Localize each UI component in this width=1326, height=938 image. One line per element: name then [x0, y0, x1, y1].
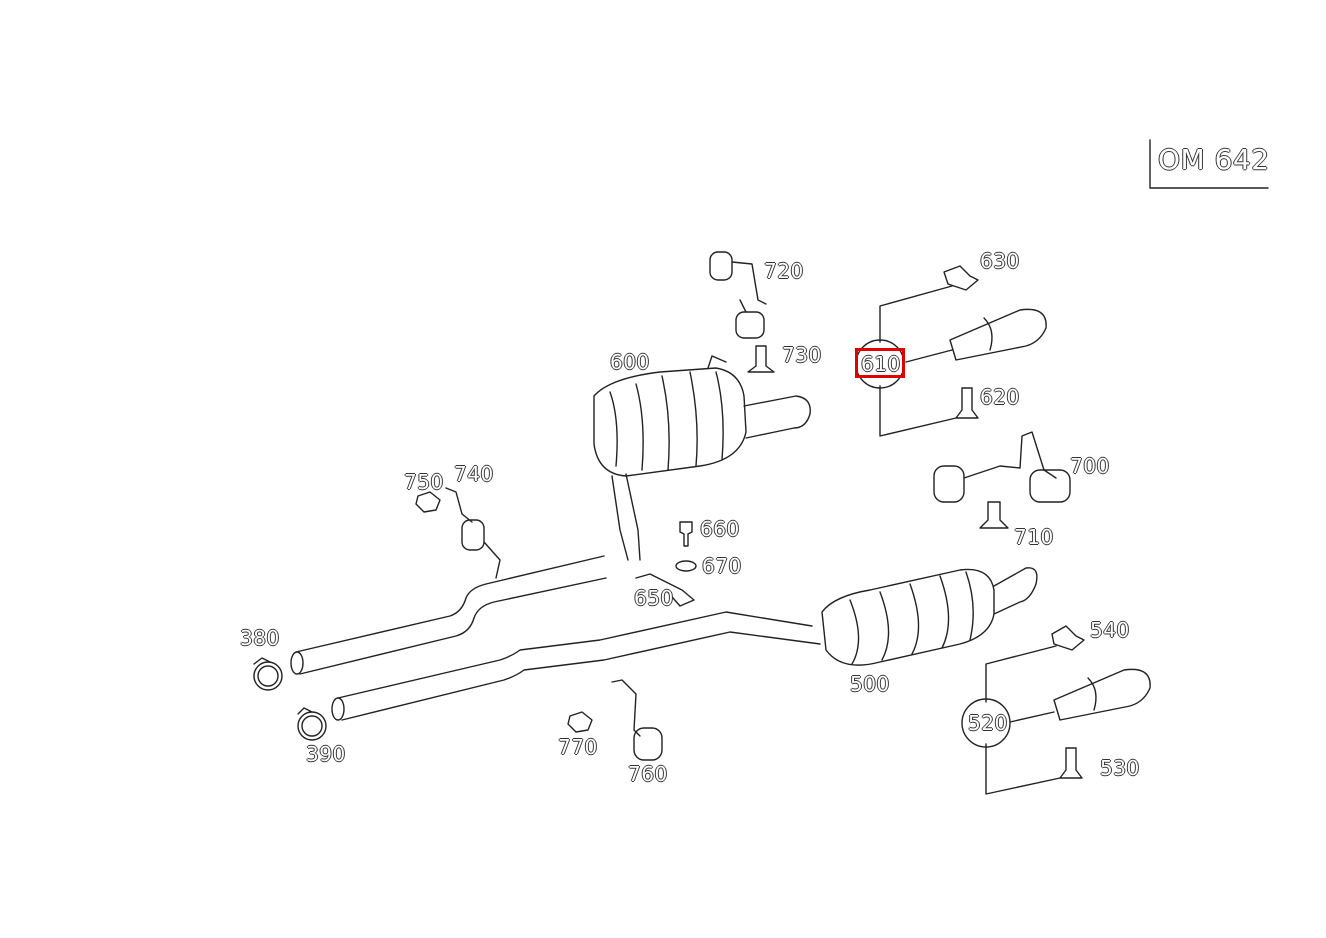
nut-750 [415, 491, 441, 513]
bolt-710 [979, 501, 1009, 529]
rear-muffler-600 [593, 355, 811, 561]
part-label-390[interactable]: 390 [306, 742, 346, 766]
screw-530 [1059, 747, 1083, 779]
part-label-750[interactable]: 750 [404, 470, 444, 494]
part-label-530[interactable]: 530 [1100, 756, 1140, 780]
part-label-660[interactable]: 660 [700, 517, 740, 541]
part-label-740[interactable]: 740 [454, 462, 494, 486]
tailpipe-520 [1053, 668, 1151, 721]
part-label-380[interactable]: 380 [240, 626, 280, 650]
screw-620 [955, 387, 979, 419]
bracket-520-mid [1009, 711, 1055, 723]
hanger-720 [709, 251, 767, 339]
part-label-700[interactable]: 700 [1070, 454, 1110, 478]
clip-630 [943, 265, 979, 291]
part-label-760[interactable]: 760 [628, 762, 668, 786]
bracket-520-top [985, 645, 1057, 703]
nut-770 [567, 711, 593, 733]
engine-code-bracket [1149, 139, 1269, 189]
circle-520 [961, 698, 1011, 748]
engine-code-label: OM 642 [1158, 143, 1270, 176]
centre-muffler-500 [821, 567, 1038, 666]
part-label-630[interactable]: 630 [980, 249, 1020, 273]
bracket-650 [635, 573, 695, 607]
part-label-610[interactable]: 610 [861, 352, 901, 376]
bracket-520-bottom [985, 743, 1061, 795]
bolt-730 [747, 345, 775, 373]
bolt-660 [679, 521, 693, 547]
part-label-500[interactable]: 500 [850, 672, 890, 696]
bracket-610-bottom [879, 385, 957, 437]
part-label-710[interactable]: 710 [1014, 525, 1054, 549]
part-label-720[interactable]: 720 [764, 259, 804, 283]
part-label-540[interactable]: 540 [1090, 618, 1130, 642]
part-label-770[interactable]: 770 [558, 735, 598, 759]
clip-540 [1051, 625, 1085, 651]
part-label-620[interactable]: 620 [980, 385, 1020, 409]
part-label-600[interactable]: 600 [610, 350, 650, 374]
part-label-650[interactable]: 650 [634, 586, 674, 610]
hanger-740 [445, 487, 501, 579]
part-label-670[interactable]: 670 [702, 554, 742, 578]
selected-part-highlight [855, 348, 905, 378]
part-label-520[interactable]: 520 [968, 711, 1008, 735]
part-label-730[interactable]: 730 [782, 343, 822, 367]
washer-670 [675, 560, 697, 572]
clamp-380 [253, 657, 283, 691]
front-pipe-left [290, 555, 607, 675]
hanger-700 [933, 431, 1071, 503]
hanger-760 [611, 679, 663, 761]
bracket-610-top [879, 285, 953, 343]
bracket-610-mid [905, 349, 953, 363]
front-pipe-right [331, 611, 821, 721]
tailpipe-610 [949, 308, 1047, 361]
clamp-390 [297, 707, 327, 741]
